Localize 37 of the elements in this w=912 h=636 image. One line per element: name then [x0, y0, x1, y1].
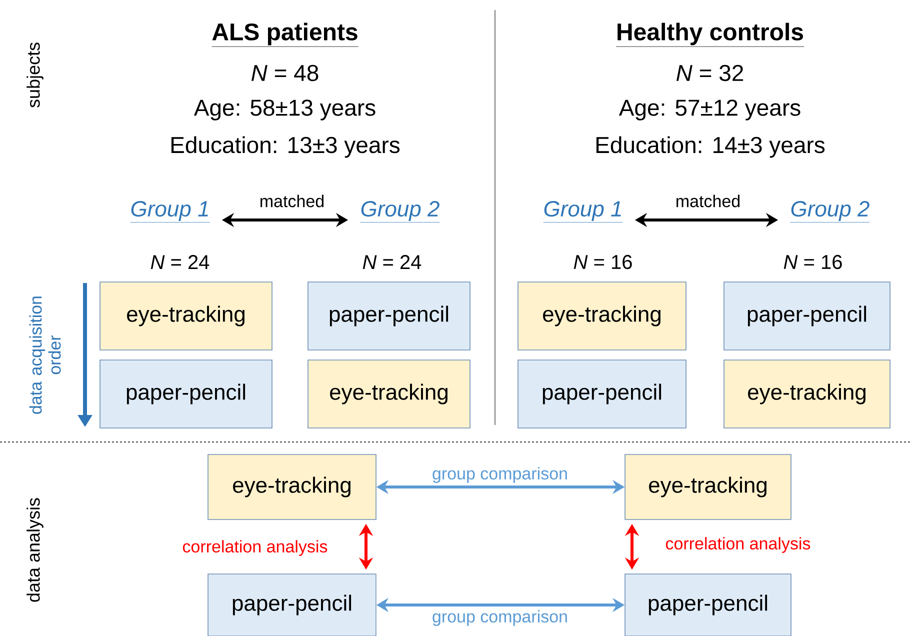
- edge-label: correlation analysis: [664, 536, 812, 554]
- group-heading: Healthy controls: [616, 22, 804, 47]
- axis-label: subjects: [26, 42, 44, 108]
- task-box: eye-tracking: [208, 454, 376, 520]
- task-box: paper-pencil: [308, 282, 470, 350]
- sample-size: N = 24: [150, 255, 210, 269]
- sample-size: N = 16: [784, 254, 842, 270]
- task-box: paper-pencil: [724, 282, 890, 350]
- age-text: Age: 57±12 years: [618, 100, 800, 120]
- task-box: paper-pencil: [518, 360, 686, 428]
- age-text: Age: 58±13 years: [194, 100, 376, 120]
- group-label: Group 1: [130, 201, 210, 223]
- task-box: eye-tracking: [724, 360, 890, 428]
- group-heading: ALS patients: [211, 22, 359, 47]
- group-label: Group 2: [360, 201, 440, 223]
- group-label: Group 1: [543, 201, 623, 223]
- task-box: paper-pencil: [208, 574, 376, 636]
- task-box: eye-tracking: [308, 360, 470, 428]
- sample-size: N = 32: [676, 64, 744, 82]
- task-box: paper-pencil: [624, 574, 792, 636]
- edge-label: group comparison: [430, 609, 570, 627]
- education-text: Education: 13±3 years: [171, 136, 400, 158]
- axis-label: data analysis: [26, 498, 44, 602]
- sample-size: N = 16: [574, 254, 632, 270]
- axis-label: data acquisition order: [29, 296, 61, 414]
- edge-label: correlation analysis: [181, 539, 329, 557]
- edge-label: group comparison: [430, 466, 570, 484]
- task-box: paper-pencil: [100, 360, 272, 428]
- education-text: Education: 14±3 years: [596, 136, 825, 158]
- sample-size: N = 24: [362, 255, 422, 269]
- edge-label: matched: [258, 194, 326, 208]
- task-box: eye-tracking: [100, 282, 272, 350]
- edge-label: matched: [674, 194, 742, 208]
- task-box: eye-tracking: [624, 454, 792, 520]
- task-box: eye-tracking: [518, 282, 686, 350]
- group-label: Group 2: [790, 201, 870, 223]
- sample-size: N = 48: [252, 64, 318, 82]
